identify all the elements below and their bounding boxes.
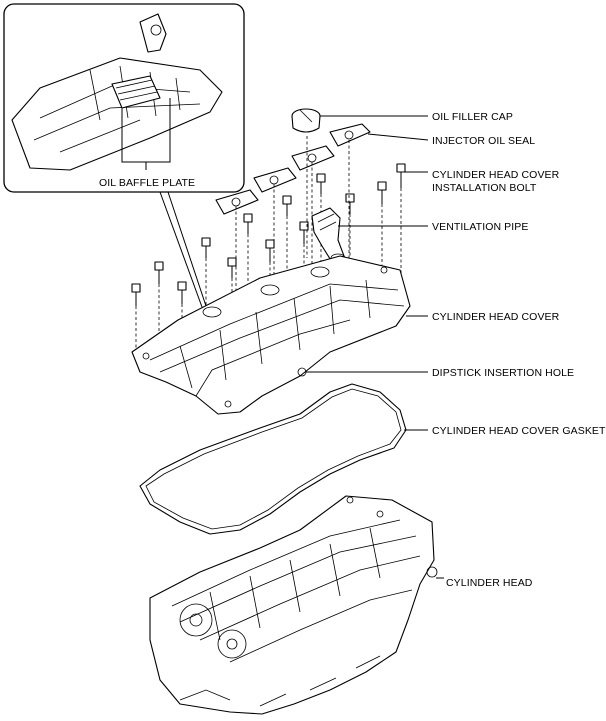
bolt-label-line1: CYLINDER HEAD COVER <box>432 169 560 181</box>
injector-oil-seals <box>215 123 371 215</box>
cylinder-head <box>149 495 438 715</box>
cylinder-head-cover-gasket <box>139 383 407 535</box>
cover-installation-bolts <box>131 163 406 306</box>
ventilation-pipe <box>311 207 346 263</box>
cylinder-head-cover-label: CYLINDER HEAD COVER <box>432 311 560 323</box>
oil-baffle-plate-inset <box>3 3 245 319</box>
bolt-label-line2: INSTALLATION BOLT <box>432 182 537 194</box>
injector-oil-seal-label: INJECTOR OIL SEAL <box>432 135 535 147</box>
cylinder-head-cover <box>131 255 411 415</box>
ventilation-pipe-label: VENTILATION PIPE <box>432 221 529 233</box>
injector-oil-seal-leader <box>367 133 429 141</box>
oil-filler-cap-label: OIL FILLER CAP <box>432 111 513 123</box>
oil-baffle-plate-label: OIL BAFFLE PLATE <box>99 177 195 189</box>
cylinder-head-label: CYLINDER HEAD <box>446 577 533 589</box>
oil-filler-cap <box>291 108 321 133</box>
dipstick-insertion-hole-label: DIPSTICK INSERTION HOLE <box>432 367 574 379</box>
cylinder-head-cover-gasket-label: CYLINDER HEAD COVER GASKET <box>432 425 606 437</box>
